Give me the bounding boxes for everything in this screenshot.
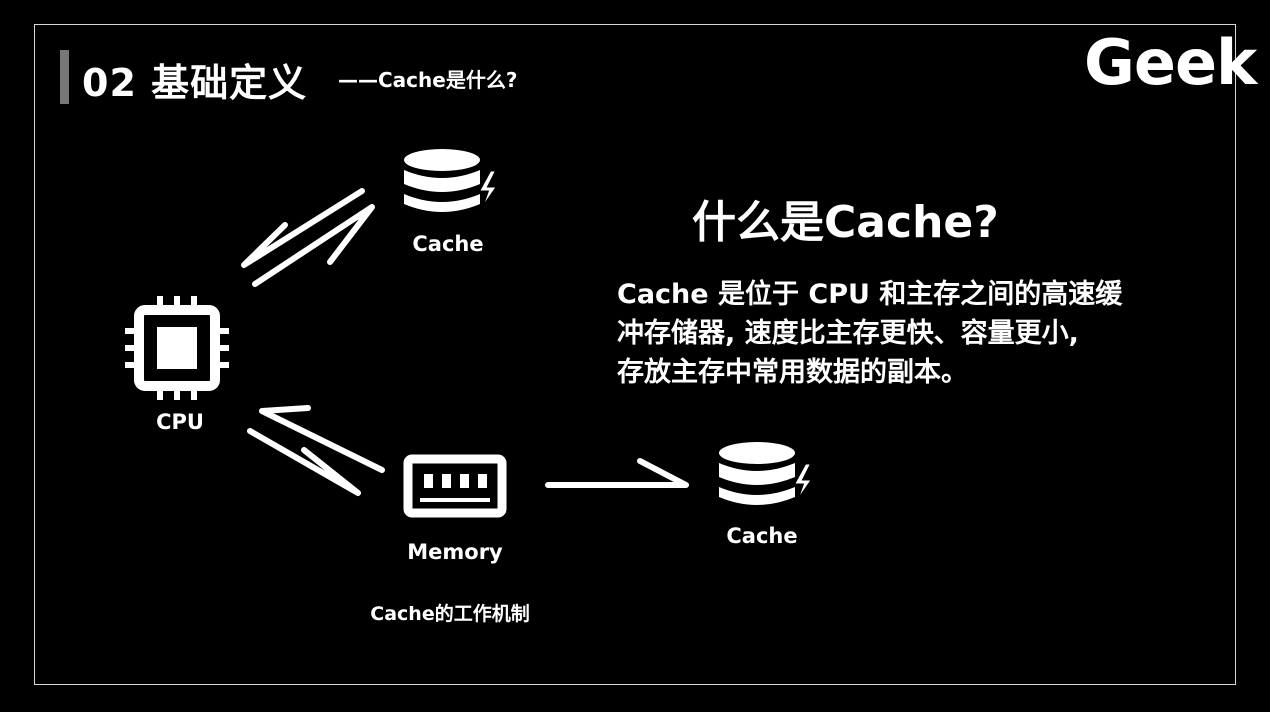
slide-frame bbox=[34, 24, 1236, 685]
cpu-chip-icon bbox=[125, 296, 229, 400]
cache-top-icon bbox=[404, 149, 501, 213]
section-subtitle: ——Cache是什么? bbox=[338, 68, 518, 92]
section-title: 02 基础定义 bbox=[82, 61, 308, 105]
cache-bottom-label: Cache bbox=[726, 524, 798, 548]
cpu-memory-arrows bbox=[247, 405, 385, 496]
diagram-caption: Cache的工作机制 bbox=[370, 603, 530, 625]
description-line: Cache 是位于 CPU 和主存之间的高速缓 bbox=[617, 279, 1123, 310]
description-line: 存放主存中常用数据的副本。 bbox=[617, 357, 968, 388]
cache-bottom-icon bbox=[719, 442, 816, 506]
content-heading: 什么是Cache? bbox=[692, 197, 999, 248]
memory-ram-icon bbox=[403, 454, 507, 518]
geek-logo: Geek bbox=[1084, 26, 1257, 99]
description-line: 冲存储器, 速度比主存更快、容量更小, bbox=[617, 318, 1079, 349]
memory-label: Memory bbox=[407, 540, 503, 564]
memory-cache-arrow bbox=[545, 458, 689, 488]
cache-top-label: Cache bbox=[412, 232, 484, 256]
title-accent-bar bbox=[60, 50, 69, 104]
cpu-cache-arrows bbox=[241, 188, 375, 287]
cpu-label: CPU bbox=[156, 410, 204, 434]
